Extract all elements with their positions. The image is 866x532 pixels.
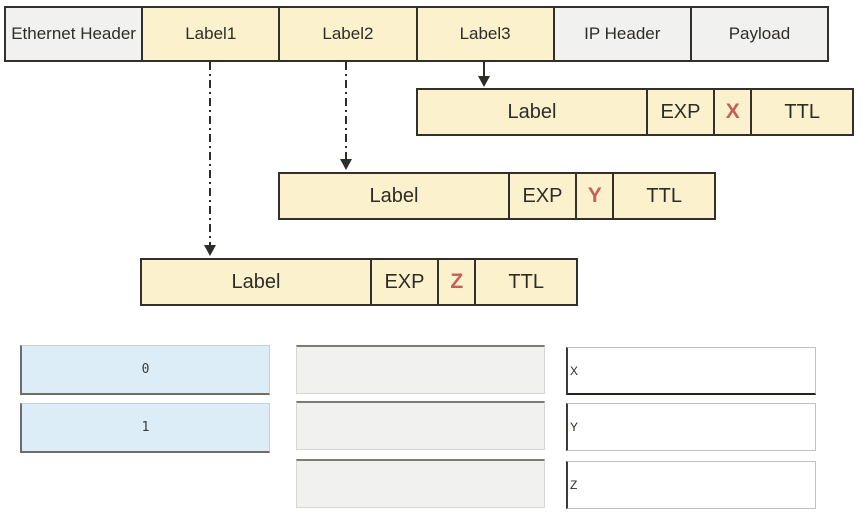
arrow-label1-to-row-z [204, 62, 216, 256]
drag-option-0[interactable]: 0 [20, 345, 270, 395]
drop-slot-2[interactable] [296, 401, 545, 450]
answer-target-x[interactable]: X [566, 347, 816, 395]
packet-segment-label1: Label1 [141, 8, 279, 60]
exp-field: EXP [369, 260, 437, 304]
mpls-header-row-z: Label EXP Z TTL [140, 258, 578, 306]
drop-slot-1[interactable] [296, 345, 545, 394]
packet-structure-row: Ethernet Header Label1 Label2 Label3 IP … [4, 6, 829, 62]
packet-segment-ethernet-header: Ethernet Header [6, 8, 142, 60]
mpls-header-row-x: Label EXP X TTL [416, 88, 854, 136]
arrow-label3-to-row-x [478, 62, 490, 87]
exp-field: EXP [645, 90, 713, 134]
s-bit-placeholder-z: Z [437, 260, 474, 304]
label-field: Label [507, 100, 557, 123]
label-field: Label [231, 270, 281, 293]
drop-slot-3[interactable] [296, 459, 545, 508]
mpls-header-row-y: Label EXP Y TTL [278, 172, 716, 220]
s-bit-placeholder-y: Y [575, 174, 612, 218]
packet-segment-label2: Label2 [278, 8, 416, 60]
drag-option-1[interactable]: 1 [20, 403, 270, 453]
arrow-label2-to-row-y [340, 62, 352, 170]
answer-target-y[interactable]: Y [566, 403, 816, 451]
packet-segment-label3: Label3 [415, 8, 553, 60]
s-bit-placeholder-x: X [713, 90, 750, 134]
ttl-field: TTL [612, 174, 714, 218]
target-label-z: Z [570, 478, 578, 492]
label-field: Label [369, 184, 419, 207]
target-label-x: X [570, 363, 579, 378]
exp-field: EXP [507, 174, 575, 218]
answer-target-z[interactable]: Z [566, 461, 816, 509]
ttl-field: TTL [750, 90, 852, 134]
ttl-field: TTL [474, 260, 576, 304]
packet-segment-payload: Payload [689, 8, 828, 60]
target-label-y: Y [570, 420, 579, 434]
packet-segment-ip-header: IP Header [552, 8, 690, 60]
